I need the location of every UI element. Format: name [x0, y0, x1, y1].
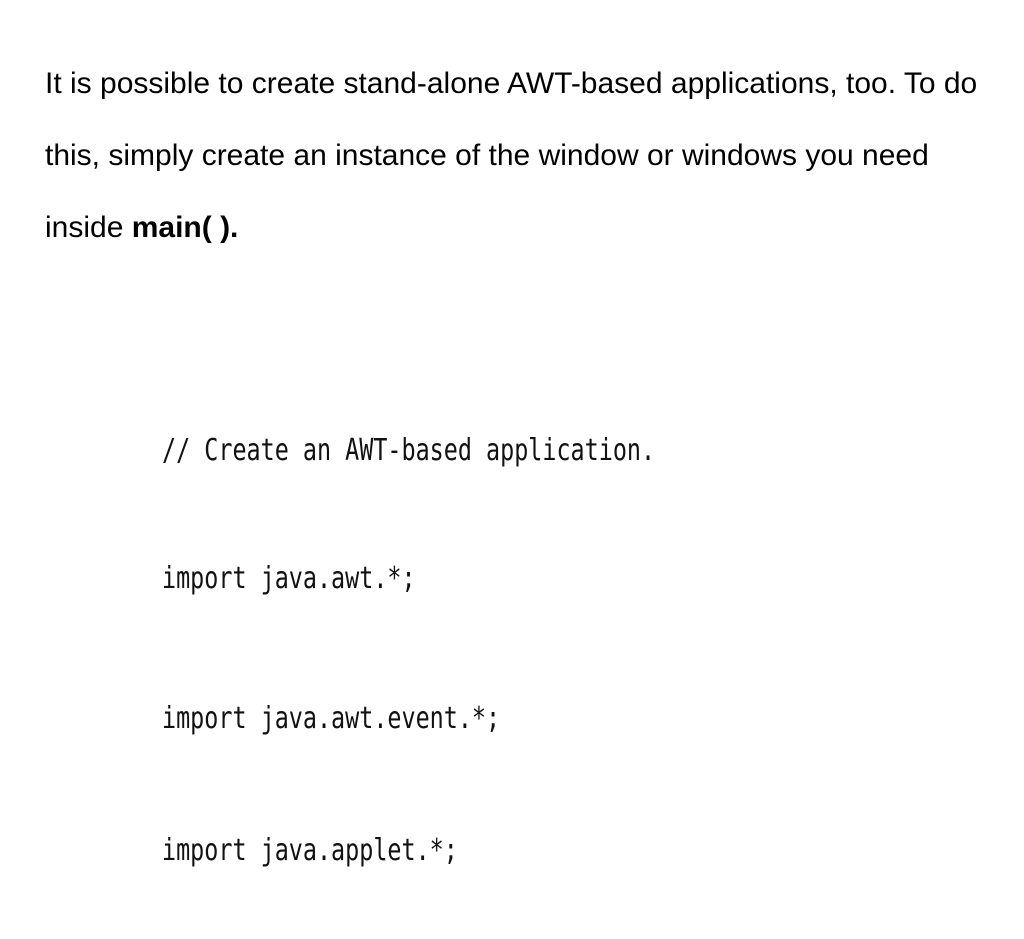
code-snippet: // Create an AWT-based application. impo…	[162, 363, 655, 939]
body-text: It is possible to create stand-alone AWT…	[45, 67, 978, 244]
slide: It is possible to create stand-alone AWT…	[45, 48, 1005, 868]
body-paragraph: It is possible to create stand-alone AWT…	[45, 48, 1005, 264]
code-import-applet: import java.applet.*;	[162, 833, 458, 868]
code-comment-line: // Create an AWT-based application.	[162, 433, 656, 468]
main-method-text: main( ).	[131, 211, 239, 244]
code-import-awt: import java.awt.*;	[162, 561, 416, 596]
code-import-awt-event: import java.awt.event.*;	[162, 701, 501, 736]
